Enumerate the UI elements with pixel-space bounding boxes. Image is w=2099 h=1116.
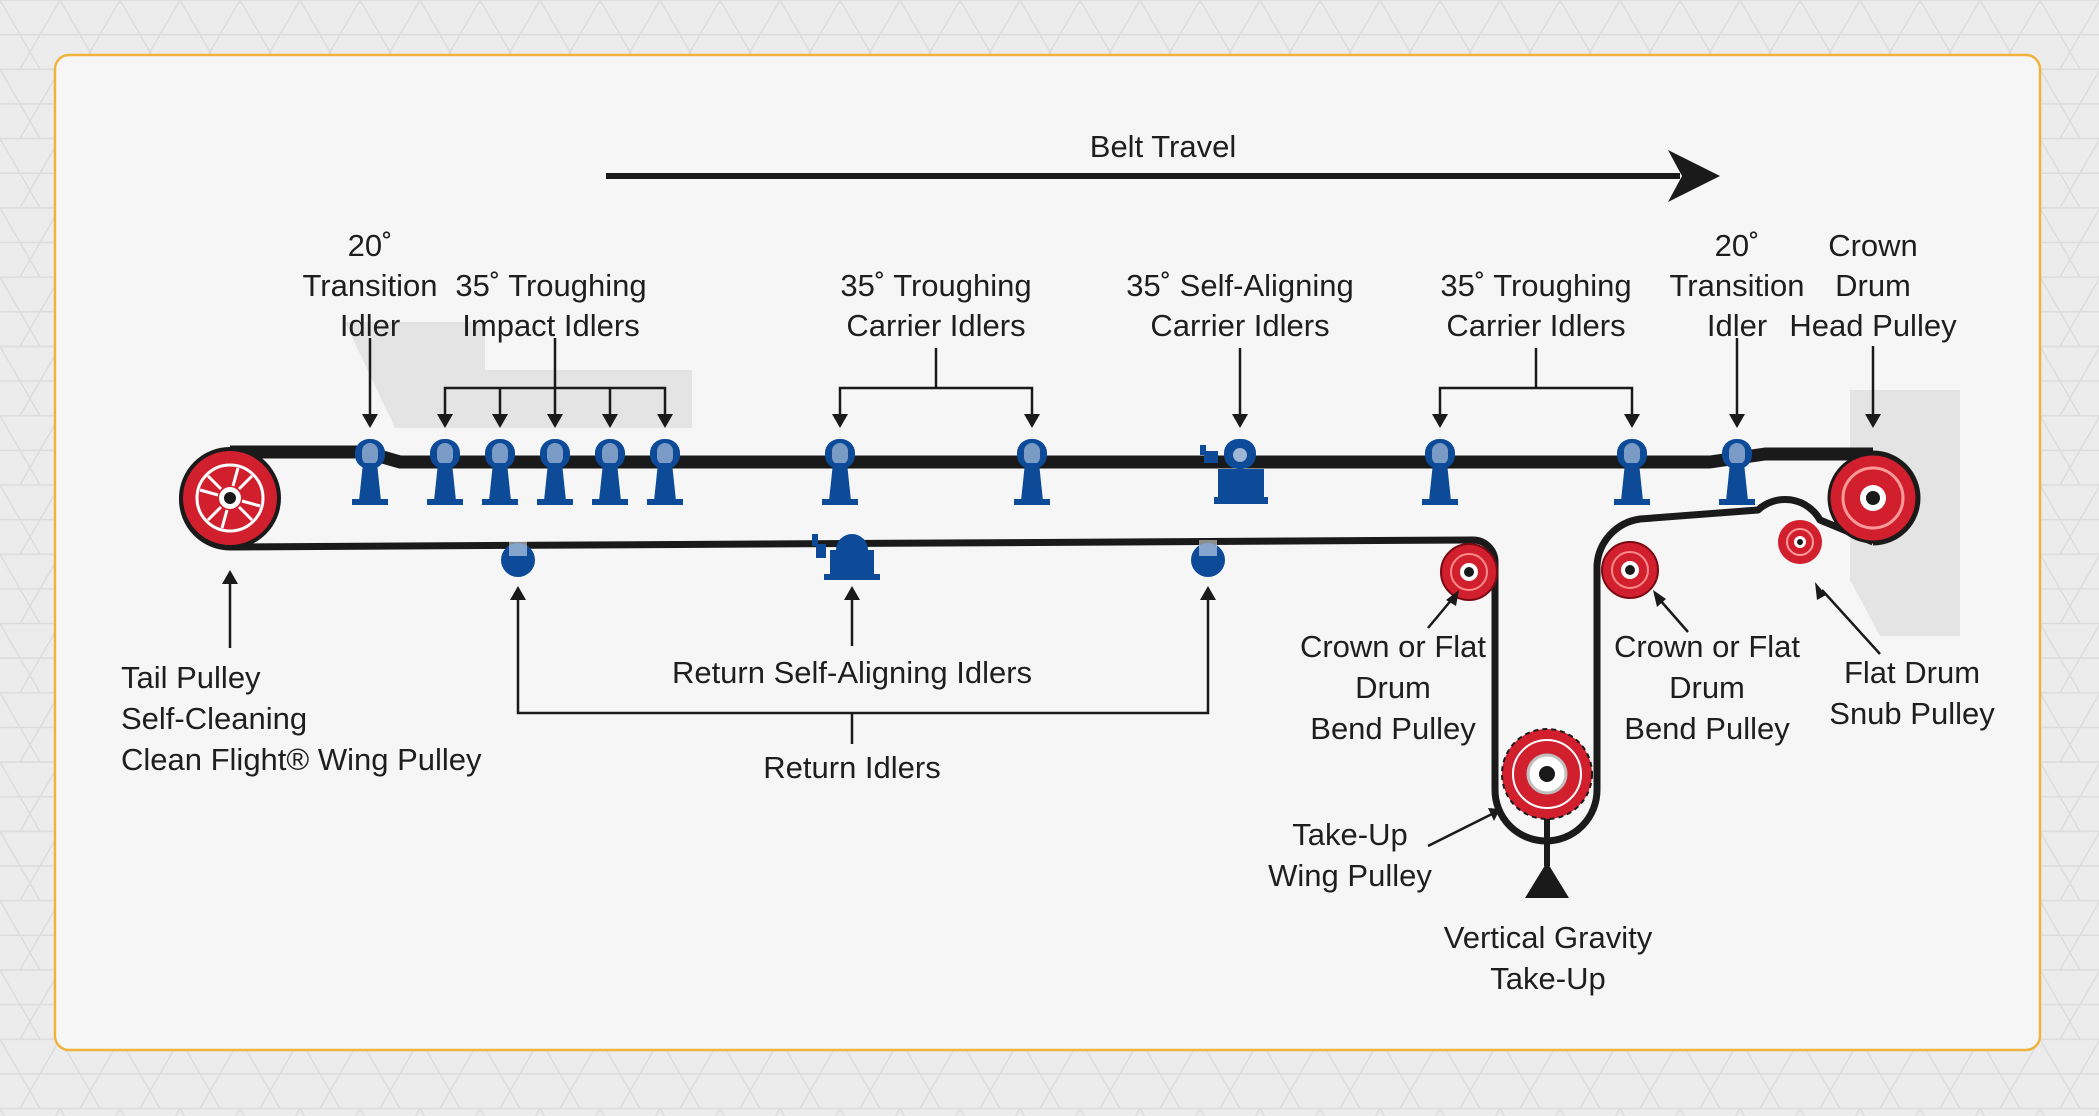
label-line: Crown or Flat bbox=[1614, 629, 1800, 664]
label-line: Bend Pulley bbox=[1310, 711, 1476, 746]
snub-pulley bbox=[1778, 520, 1822, 564]
label-line: 20˚ bbox=[348, 228, 393, 263]
label-line: 35˚ Self-Aligning bbox=[1126, 268, 1353, 303]
label-transition-idler-left: 20˚ Transition Idler bbox=[303, 228, 438, 343]
label-line: Carrier Idlers bbox=[846, 308, 1025, 343]
label-line: Transition bbox=[303, 268, 438, 303]
label-line: Idler bbox=[340, 308, 400, 343]
label-line: Transition bbox=[1670, 268, 1805, 303]
label-line: Flat Drum bbox=[1844, 655, 1980, 690]
label-line: Self-Cleaning bbox=[121, 701, 307, 736]
label-line: Snub Pulley bbox=[1829, 696, 1995, 731]
label-line: Vertical Gravity bbox=[1444, 920, 1653, 955]
label-carrier-idlers-1: 35˚ Troughing Carrier Idlers bbox=[840, 268, 1031, 343]
self-aligning-carrier-idler bbox=[1200, 439, 1268, 504]
label-carrier-idlers-2: 35˚ Troughing Carrier Idlers bbox=[1440, 268, 1631, 343]
label-head-pulley: Crown Drum Head Pulley bbox=[1789, 228, 1957, 343]
label-tail-pulley: Tail Pulley Self-Cleaning Clean Flight® … bbox=[121, 660, 482, 777]
label-line: Wing Pulley bbox=[1268, 858, 1432, 893]
label-snub-pulley: Flat Drum Snub Pulley bbox=[1829, 655, 1995, 731]
label-line: 35˚ Troughing bbox=[1440, 268, 1631, 303]
label-line: Drum bbox=[1355, 670, 1431, 705]
takeup-wing-pulley bbox=[1501, 728, 1593, 866]
label-line: Idler bbox=[1707, 308, 1767, 343]
head-pulley bbox=[1827, 452, 1919, 544]
label-line: Crown bbox=[1828, 228, 1918, 263]
label-return-self-aligning: Return Self-Aligning Idlers bbox=[672, 655, 1032, 690]
bend-pulley-right bbox=[1601, 541, 1659, 599]
bend-pulley-left bbox=[1440, 543, 1498, 601]
diagram-frame bbox=[53, 53, 2042, 1052]
label-transition-idler-right: 20˚ Transition Idler bbox=[1670, 228, 1805, 343]
label-line: Drum bbox=[1669, 670, 1745, 705]
label-line: Take-Up bbox=[1490, 961, 1605, 996]
label-line: Tail Pulley bbox=[121, 660, 261, 695]
label-line: Head Pulley bbox=[1789, 308, 1957, 343]
loading-chute-shade bbox=[345, 322, 692, 428]
label-bend-pulley-right: Crown or Flat Drum Bend Pulley bbox=[1614, 629, 1800, 746]
label-line: Take-Up bbox=[1292, 817, 1407, 852]
label-line: Clean Flight® Wing Pulley bbox=[121, 742, 482, 777]
label-return-idlers: Return Idlers bbox=[763, 750, 940, 785]
label-line: 20˚ bbox=[1715, 228, 1760, 263]
label-impact-idlers: 35˚ Troughing Impact Idlers bbox=[455, 268, 646, 343]
label-line: Carrier Idlers bbox=[1150, 308, 1329, 343]
label-vertical-takeup: Vertical Gravity Take-Up bbox=[1444, 920, 1653, 996]
label-line: 35˚ Troughing bbox=[455, 268, 646, 303]
return-self-aligning-idler bbox=[812, 534, 880, 580]
belt-travel-arrow bbox=[606, 150, 1720, 202]
label-line: Impact Idlers bbox=[462, 308, 639, 343]
label-self-aligning-carrier: 35˚ Self-Aligning Carrier Idlers bbox=[1126, 268, 1353, 343]
gravity-weight-icon bbox=[1525, 862, 1569, 898]
label-line: Crown or Flat bbox=[1300, 629, 1486, 664]
callout-arrowheads bbox=[222, 414, 1881, 821]
label-takeup-pulley: Take-Up Wing Pulley bbox=[1268, 817, 1432, 893]
tail-pulley bbox=[179, 447, 281, 549]
label-bend-pulley-left: Crown or Flat Drum Bend Pulley bbox=[1300, 629, 1486, 746]
label-line: Bend Pulley bbox=[1624, 711, 1790, 746]
label-line: Carrier Idlers bbox=[1446, 308, 1625, 343]
label-line: 35˚ Troughing bbox=[840, 268, 1031, 303]
label-line: Drum bbox=[1835, 268, 1911, 303]
callout-lines bbox=[228, 338, 1881, 848]
belt-travel-label: Belt Travel bbox=[1090, 129, 1236, 164]
